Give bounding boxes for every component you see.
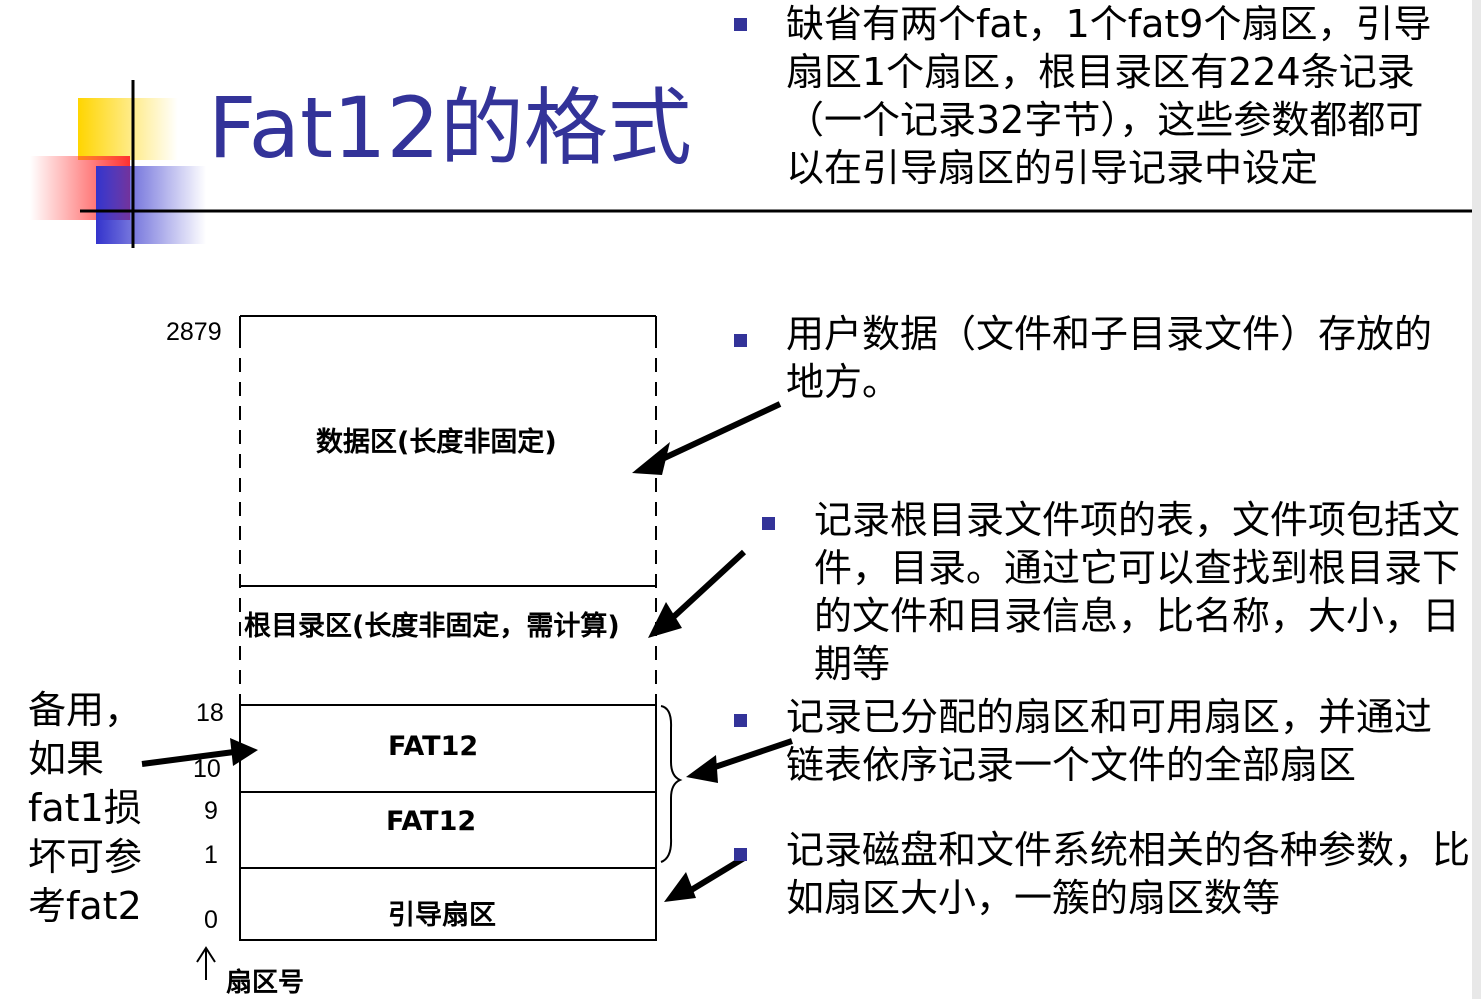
sector-axis-label: 扇区号	[226, 967, 305, 997]
arrow-to-data-area	[658, 401, 782, 463]
fat-b-label: FAT12	[386, 806, 477, 837]
sector-label-10: 10	[193, 755, 221, 783]
arrow-to-fat	[711, 738, 793, 771]
data-area-label: 数据区(长度非固定)	[316, 427, 557, 458]
arrow-to-root-dir	[665, 549, 747, 625]
bullet-marker	[734, 334, 747, 347]
bullet-data-area: 用户数据（文件和子目录文件）存放的地方。	[786, 312, 1433, 404]
fat-a-label: FAT12	[388, 731, 479, 762]
bullet-marker	[762, 517, 775, 530]
arrow-backup-note	[141, 749, 235, 767]
fat-backup-note: 备用，如果fat1损坏可参考fat2	[28, 688, 143, 928]
bullet-marker	[734, 848, 747, 861]
bullet-marker	[734, 714, 747, 727]
sector-label-18: 18	[196, 699, 224, 727]
sector-label-0: 0	[204, 906, 218, 934]
bullet-root-dir: 记录根目录文件项的表，文件项包括文件，目录。通过它可以查找到根目录下的文件和目录…	[814, 498, 1461, 686]
reserved-sectors-block	[239, 704, 657, 941]
sector-label-2879: 2879	[166, 318, 222, 346]
sector-label-9: 9	[204, 797, 218, 825]
sector-label-1: 1	[204, 841, 218, 869]
page-title: Fat12的格式	[208, 79, 692, 177]
bullet-boot: 记录磁盘和文件系统相关的各种参数，比如扇区大小，一簇的扇区数等	[786, 828, 1471, 920]
root-dir-label: 根目录区(长度非固定，需计算)	[244, 611, 620, 642]
arrow-to-boot	[686, 855, 746, 895]
bullet-fat: 记录已分配的扇区和可用扇区，并通过链表依序记录一个文件的全部扇区	[786, 695, 1433, 787]
bullet-defaults: 缺省有两个fat，1个fat9个扇区，引导扇区1个扇区，根目录区有224条记录（…	[786, 2, 1432, 190]
fat-brace	[660, 705, 683, 863]
boot-sector-label: 引导扇区	[388, 900, 496, 931]
bullet-marker	[734, 18, 747, 31]
